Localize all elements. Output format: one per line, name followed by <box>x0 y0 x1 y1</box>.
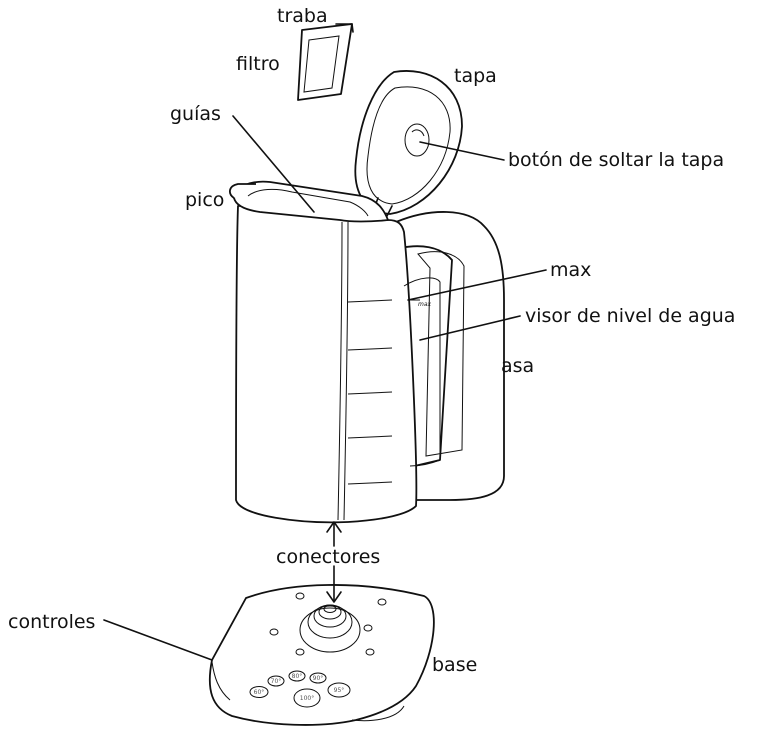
button-90-text[interactable]: 90° <box>313 675 324 682</box>
label-visor: visor de nivel de agua <box>525 305 735 327</box>
control-buttons: 70° 80° 90° 60° 100° 95° <box>249 670 351 708</box>
lid-part <box>354 70 463 219</box>
button-95-text[interactable]: 95° <box>334 687 345 694</box>
label-max: max <box>550 259 591 281</box>
label-tapa: tapa <box>454 65 497 87</box>
button-80-text[interactable]: 80° <box>292 673 303 680</box>
base-part <box>208 584 435 726</box>
label-filtro: filtro <box>236 53 280 75</box>
button-100-text[interactable]: 100° <box>300 695 314 702</box>
label-traba: traba <box>277 5 328 27</box>
label-boton: botón de soltar la tapa <box>508 149 724 171</box>
label-conectores: conectores <box>276 546 380 568</box>
label-controles: controles <box>8 611 95 633</box>
button-60-text[interactable]: 60° <box>254 689 265 696</box>
leader-lines <box>103 115 547 661</box>
label-asa: asa <box>501 355 534 377</box>
label-guias: guías <box>170 103 221 125</box>
button-70-text[interactable]: 70° <box>271 678 282 685</box>
connector-arrows <box>326 521 342 603</box>
filter-part <box>297 23 354 101</box>
kettle-body: max <box>229 180 505 524</box>
gauge-max-text: max <box>418 301 432 308</box>
label-pico: pico <box>185 189 224 211</box>
label-base: base <box>432 654 477 676</box>
